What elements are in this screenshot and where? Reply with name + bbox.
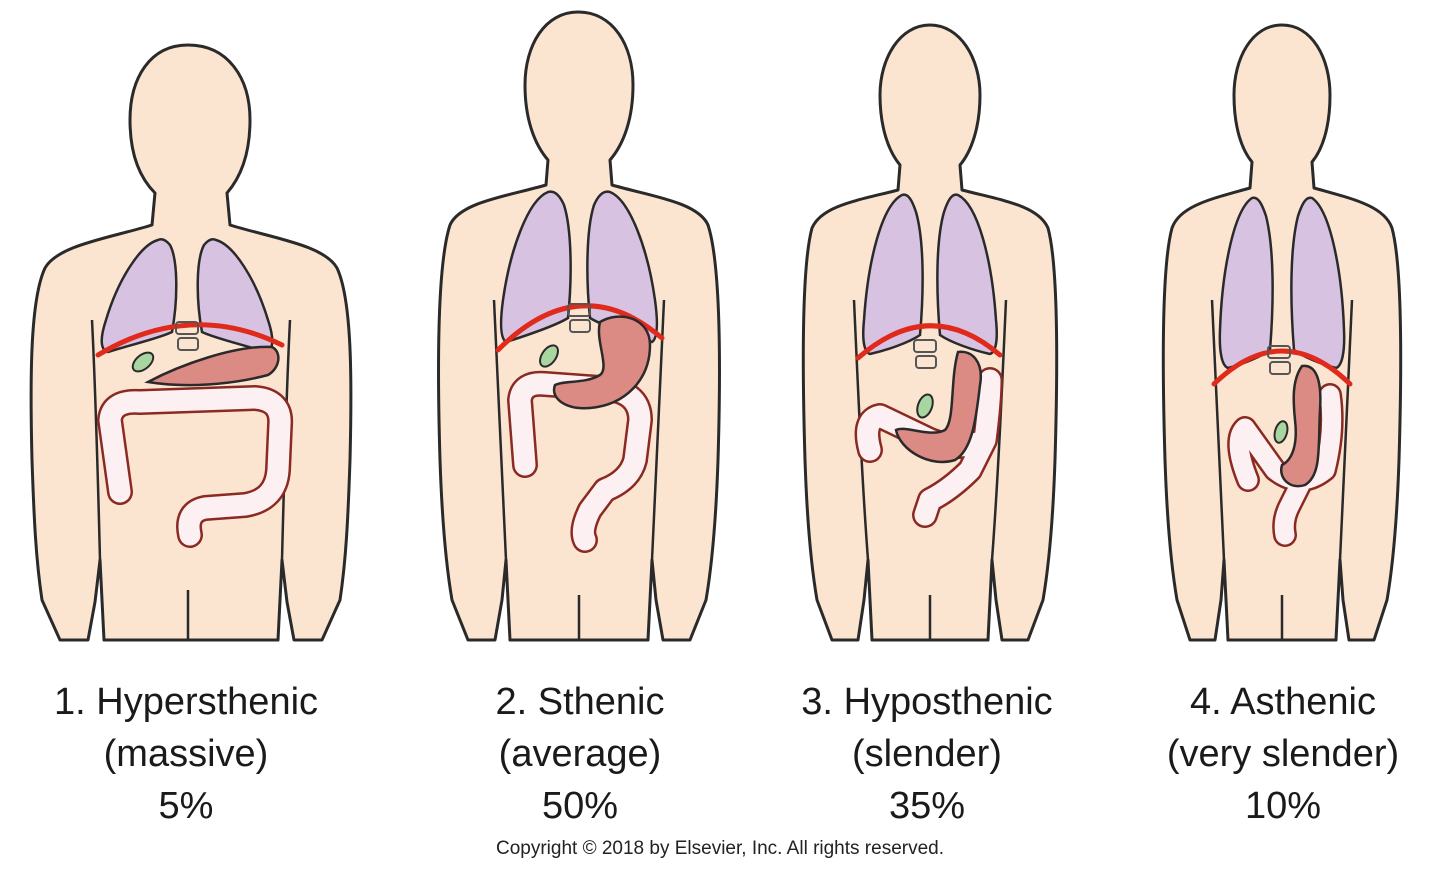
caption-asthenic-descriptor: (very slender): [1166, 733, 1400, 775]
hypersthenic-left-arm-line: [90, 319, 102, 561]
caption-asthenic-title: 4. Asthenic: [1103, 676, 1440, 728]
hypersthenic-diaphragm: [95, 322, 285, 358]
hypersthenic-stomach: [144, 345, 280, 387]
hyposthenic-diaphragm: [855, 323, 1003, 361]
caption-sthenic: 2. Sthenic (average) 50%: [400, 676, 760, 832]
hyposthenic-spine-icon: [913, 339, 937, 369]
caption-hyposthenic-title: 3. Hyposthenic: [747, 676, 1107, 728]
caption-asthenic-name: Asthenic: [1230, 681, 1376, 723]
caption-hypersthenic-percent: 5%: [158, 785, 214, 827]
hyposthenic-stomach: [894, 350, 983, 464]
caption-sthenic-percent: 50%: [541, 785, 619, 827]
asthenic-gallbladder: [1273, 420, 1289, 444]
hypersthenic-figure: [29, 43, 353, 642]
hyposthenic-gallbladder: [916, 393, 934, 419]
hypersthenic-gallbladder: [131, 351, 155, 373]
caption-hypersthenic-title: 1. Hypersthenic: [6, 676, 366, 728]
sthenic-left-arm-line: [492, 299, 508, 561]
sthenic-figure: [437, 10, 721, 642]
caption-asthenic-percent: 10%: [1244, 785, 1322, 827]
asthenic-left-arm-line: [1210, 299, 1226, 561]
caption-asthenic-number: 4.: [1190, 681, 1222, 723]
sthenic-right-lung: [499, 190, 572, 344]
caption-hyposthenic-percent: 35%: [888, 785, 966, 827]
asthenic-spine-icon: [1267, 345, 1291, 375]
caption-hyposthenic-number: 3.: [801, 681, 833, 723]
asthenic-right-arm-line: [1338, 299, 1354, 561]
asthenic-stomach: [1279, 364, 1322, 488]
caption-hypersthenic-number: 1.: [53, 681, 86, 723]
hypersthenic-body-silhouette: [29, 43, 353, 642]
sthenic-stomach: [552, 315, 652, 410]
hyposthenic-right-lung: [862, 193, 924, 356]
caption-sthenic-number: 2.: [495, 681, 528, 723]
sthenic-spine-icon: [567, 303, 591, 333]
hypersthenic-colon-fill: [99, 387, 291, 546]
caption-hyposthenic: 3. Hyposthenic (slender) 35%: [747, 676, 1107, 832]
caption-hyposthenic-name: Hyposthenic: [843, 681, 1053, 723]
sthenic-gallbladder: [539, 344, 559, 368]
hyposthenic-figure: [801, 23, 1059, 642]
caption-hypersthenic-name: Hypersthenic: [96, 681, 319, 723]
hyposthenic-left-lung: [936, 193, 998, 356]
hypersthenic-spine-icon: [175, 321, 199, 351]
sthenic-right-arm-line: [650, 299, 666, 561]
caption-hyposthenic-descriptor: (slender): [852, 733, 1002, 775]
caption-sthenic-descriptor: (average): [498, 733, 662, 775]
caption-hypersthenic-descriptor: (massive): [103, 733, 269, 775]
hypersthenic-right-lung: [100, 237, 178, 354]
copyright-notice: Copyright © 2018 by Elsevier, Inc. All r…: [495, 838, 945, 859]
hyposthenic-right-arm-line: [990, 299, 1008, 561]
asthenic-diaphragm: [1211, 348, 1353, 387]
asthenic-figure: [1161, 23, 1403, 642]
hyposthenic-body-silhouette: [801, 23, 1059, 642]
caption-sthenic-name: Sthenic: [537, 681, 665, 723]
sthenic-colon-fill: [509, 373, 651, 551]
caption-sthenic-title: 2. Sthenic: [400, 676, 760, 728]
caption-asthenic: 4. Asthenic (very slender) 10%: [1103, 676, 1440, 832]
caption-hypersthenic: 1. Hypersthenic (massive) 5%: [6, 676, 366, 832]
asthenic-body-silhouette: [1161, 23, 1403, 642]
